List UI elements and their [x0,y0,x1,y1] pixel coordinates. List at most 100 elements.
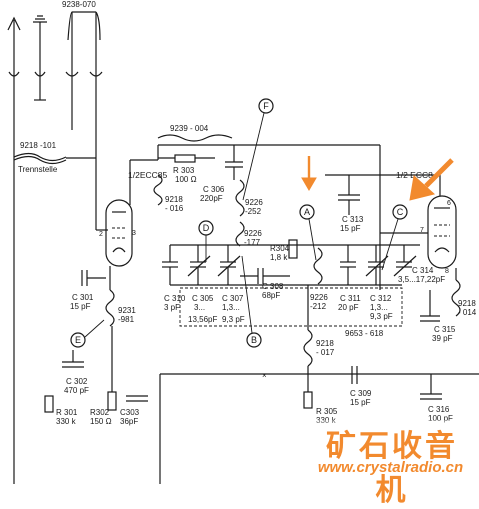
c316-label: C 316 [428,405,450,414]
capacitor-c313 [325,174,440,215]
c305-label: C 305 [192,294,214,303]
schematic-diagram: 9238-070 9218 -101 Trennstelle 1/2ECC85 … [0,0,479,484]
capacitor-c310 [162,245,178,285]
callout-d-letter: D [203,223,210,233]
coil-9218-014 [451,279,461,317]
watermark-band [300,420,479,484]
coil-9226-177-code-b: -177 [244,238,261,247]
coil-9226-252-code: 9226 [245,198,263,207]
c302-label: C 302 [66,377,88,386]
c312-range: 9,3 pF [370,312,393,321]
c307-label: C 307 [222,294,244,303]
r303-value: 100 Ω [175,175,197,184]
resistor-r305 [303,374,313,409]
coil-9231-981 [105,289,115,327]
antenna-terminal-1 [7,16,21,484]
paper-background [0,0,479,484]
coil-9226-252 [235,179,245,217]
c314-value: 3,5...17,22pF [398,275,445,284]
c310-value: 3 pF [164,303,180,312]
c302-value: 470 pF [64,386,89,395]
callout-c-letter: C [397,207,404,217]
capacitor-c315 [420,290,440,322]
r304-label: R304 [270,244,290,253]
part-code-9238-070: 9238-070 [62,0,96,9]
c315-value: 39 pF [432,334,453,343]
watermark-url: www.crystalradio.cn [317,459,464,476]
r301-value: 330 k [56,417,77,426]
part-code-9653-618: 9653 - 618 [345,329,384,338]
c311-label: C 311 [340,294,361,303]
c308-label: C 308 [262,282,284,291]
capacitor-c305 [187,245,211,285]
c307-range: 9,3 pF [222,315,245,324]
pin-6: 6 [447,200,451,207]
part-code-9218-101: 9218 -101 [20,141,57,150]
resistor-r303 [158,154,215,163]
coil-9218-017-code: 9218 [316,339,334,348]
c309-label: C 309 [350,389,372,398]
callout-b [246,332,262,348]
capacitor-c311 [340,245,356,285]
antenna-terminal-4 [72,11,103,130]
capacitor-c306 [225,145,243,180]
callout-e-letter: E [75,335,81,345]
capacitor-c301 [81,270,106,286]
pin-2: 2 [99,231,103,238]
capacitor-c303 [126,395,148,402]
ganged-tuning-box [179,287,403,327]
r305-value: 330 k [316,416,337,425]
coil-9226-177 [235,221,245,247]
tube-left-label: 1/2ECC85 [128,170,167,180]
orange-arrow-down [301,156,317,191]
trennstelle-coupler [13,152,96,165]
c301-value: 15 pF [70,302,91,311]
coil-9218-016-code-b: - 016 [165,204,184,213]
c307-value: 1,3... [222,303,240,312]
capacitor-c308 [240,268,290,284]
callout-a-letter: A [304,207,310,217]
c306-label: C 306 [203,185,225,194]
tube-right [427,195,457,269]
resistor-r304 [288,239,298,259]
pin-7: 7 [420,227,424,234]
r305-label: R 305 [316,407,338,416]
capacitor-c316 [420,374,442,400]
callout-a [299,204,315,220]
coil-9226-177-code: 9226 [244,229,262,238]
c312-label: C 312 [370,294,392,303]
part-code-9239-004: 9239 - 004 [170,124,209,133]
c311-value: 20 pF [338,303,359,312]
orange-arrow-diagonal [409,158,454,201]
c305-range: 13,56pF [188,315,217,324]
capacitor-c309 [351,366,358,384]
c301-label: C 301 [72,293,94,302]
coil-9226-212-code: 9226 [310,293,328,302]
callout-c [392,204,408,220]
c303-label: C303 [120,408,140,417]
callout-e [70,332,86,348]
r301-label: R 301 [56,408,78,417]
cross-mark: × [262,371,267,380]
c303-value: 36pF [120,417,138,426]
resistor-r302 [107,326,117,411]
capacitor-c302 [62,350,84,368]
coil-9226-212 [313,247,323,285]
callout-b-letter: B [251,335,257,345]
c316-value: 100 pF [428,414,453,423]
coil-9218-016 [153,174,163,206]
coil-9218-017 [303,329,313,367]
coil-9231-981-code: 9231 [118,306,136,315]
callout-f [258,98,274,114]
c310-label: C 310 [164,294,186,303]
r302-value: 150 Ω [90,417,112,426]
r304-value: 1,8 k [270,253,288,262]
pin-8: 8 [445,268,449,275]
coil-9226-212-code-b: -212 [310,302,327,311]
resistor-r301 [44,395,54,413]
coil-9231-981-code-b: -981 [118,315,135,324]
r302-label: R302 [90,408,110,417]
antenna-terminal-3 [65,11,79,130]
pin-3: 3 [132,230,136,237]
coil-9226-252-code-b: -252 [245,207,262,216]
